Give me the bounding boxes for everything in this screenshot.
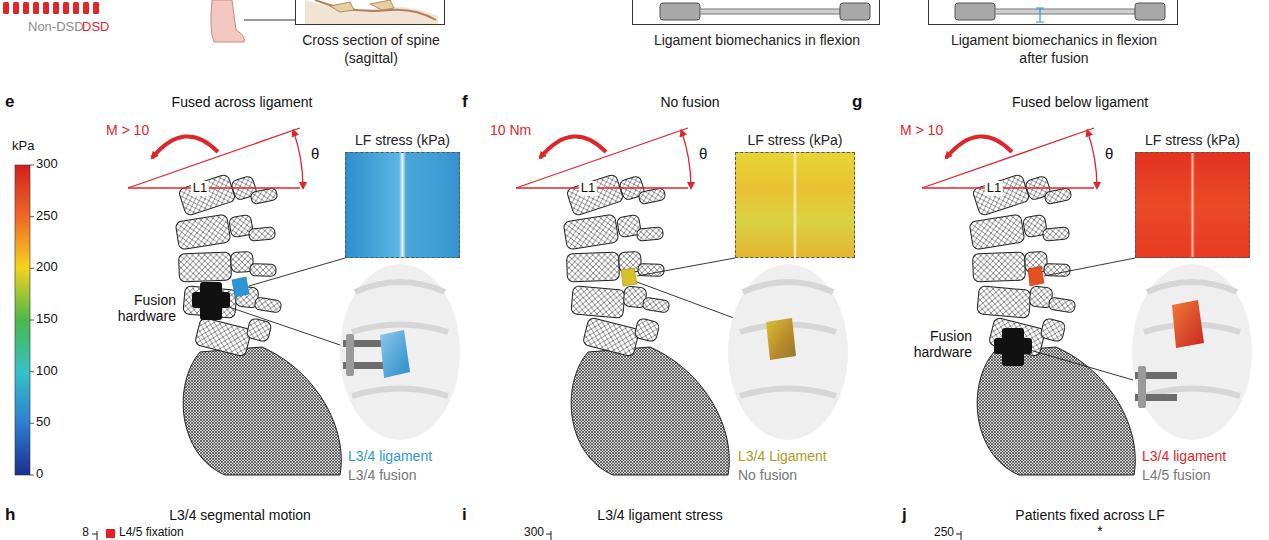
panel-box: Ligament biomechanics in flexion after f… bbox=[928, 0, 1178, 25]
inset-heading: LF stress (kPa) bbox=[355, 131, 450, 149]
inset-heading: LF stress (kPa) bbox=[748, 131, 843, 149]
panel-letter: j bbox=[902, 505, 907, 525]
angle-symbol: θ bbox=[311, 145, 319, 162]
tick-label: 300 bbox=[524, 526, 544, 540]
plot-title: L3/4 ligament stress bbox=[597, 507, 722, 523]
moment-label: M > 10 bbox=[900, 122, 943, 138]
panel-caption: Ligament biomechanics in flexion after f… bbox=[939, 31, 1169, 67]
stress-inset: LF stress (kPa) bbox=[735, 152, 855, 258]
legend-label: L4/5 fixation bbox=[119, 526, 184, 540]
panel-caption: Cross section of spine (sagittal) bbox=[286, 31, 456, 67]
panel-letter: e bbox=[5, 92, 14, 112]
legend-swatch bbox=[106, 529, 115, 538]
tick-label: 100 bbox=[36, 364, 58, 379]
ligament-label: L3/4 Ligament bbox=[738, 448, 827, 464]
tick-label: 150 bbox=[36, 312, 58, 327]
stress-inset: LF stress (kPa) bbox=[345, 152, 460, 258]
moment-label: 10 Nm bbox=[490, 122, 531, 138]
angle-symbol: θ bbox=[1105, 145, 1113, 162]
tick-label: 300 bbox=[36, 157, 58, 172]
tick-label: 250 bbox=[934, 526, 954, 540]
fusion-label: L4/5 fusion bbox=[1142, 467, 1211, 483]
significance-mark: * bbox=[1097, 523, 1102, 539]
tick-label: 0 bbox=[36, 467, 43, 482]
panel-letter: h bbox=[5, 505, 15, 525]
inset-heading: LF stress (kPa) bbox=[1145, 131, 1240, 149]
legend-label: DSD bbox=[82, 20, 109, 35]
tick-label: 200 bbox=[36, 260, 58, 275]
plot-title: L3/4 segmental motion bbox=[169, 507, 311, 523]
fusion-label: No fusion bbox=[738, 467, 797, 483]
vertebra-label: L1 bbox=[985, 181, 1003, 196]
panel-title: Fused across ligament bbox=[172, 94, 313, 110]
angle-symbol: θ bbox=[699, 145, 707, 162]
tick-label: 50 bbox=[36, 415, 50, 430]
hardware-label: Fusion hardware bbox=[112, 292, 176, 324]
legend-label: Non-DSD bbox=[28, 20, 84, 35]
ligament-label: L3/4 ligament bbox=[1142, 448, 1226, 464]
panel-title: No fusion bbox=[660, 94, 719, 110]
panel-box: Ligament biomechanics in flexion bbox=[632, 0, 880, 25]
moment-label: M > 10 bbox=[106, 122, 149, 138]
vertebra-label: L1 bbox=[579, 181, 597, 196]
panel-title: Fused below ligament bbox=[1012, 94, 1148, 110]
stress-inset: LF stress (kPa) bbox=[1135, 152, 1250, 258]
tick-label: 250 bbox=[36, 209, 58, 224]
tick-label: 8 bbox=[82, 526, 89, 540]
panel-box: Cross section of spine (sagittal) bbox=[295, 0, 445, 25]
plot-title: Patients fixed across LF bbox=[1015, 507, 1164, 523]
panel-letter: i bbox=[462, 505, 467, 525]
axis-unit: kPa bbox=[12, 139, 34, 154]
panel-letter: g bbox=[852, 92, 862, 112]
panel-caption: Ligament biomechanics in flexion bbox=[627, 31, 887, 49]
ligament-label: L3/4 ligament bbox=[348, 448, 432, 464]
fusion-label: L3/4 fusion bbox=[348, 467, 417, 483]
hardware-label: Fusion hardware bbox=[908, 328, 972, 360]
panel-letter: f bbox=[462, 92, 468, 112]
vertebra-label: L1 bbox=[191, 181, 209, 196]
